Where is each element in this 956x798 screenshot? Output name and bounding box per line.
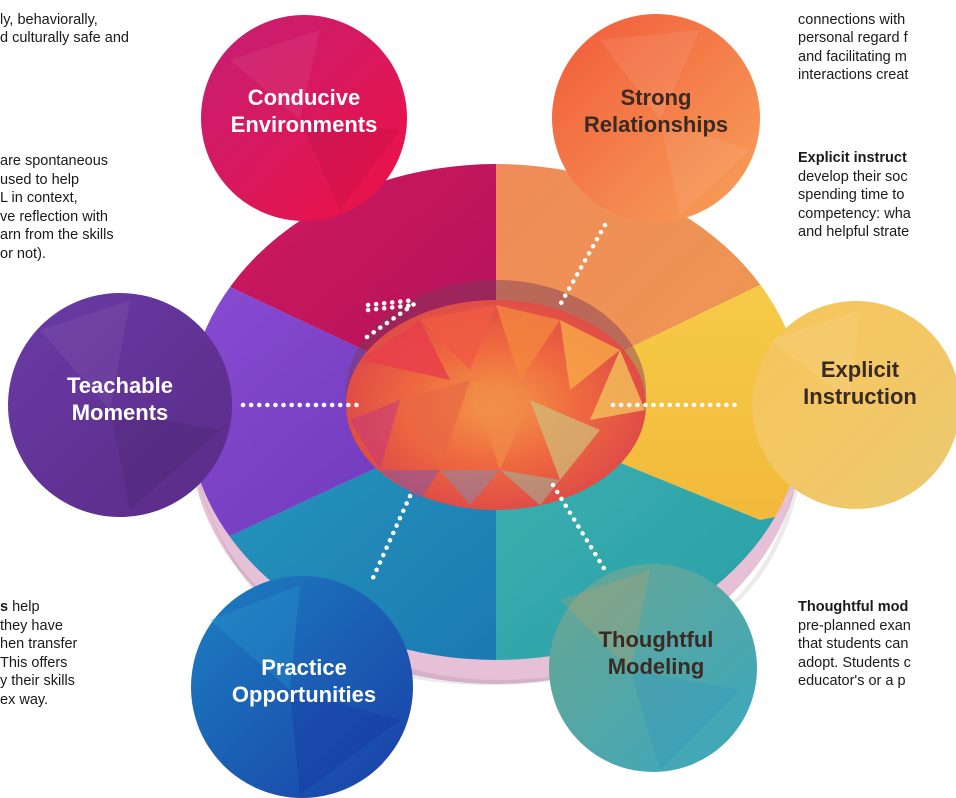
- text-line: Explicit instruct: [798, 149, 911, 168]
- text-line: y their skills: [0, 673, 75, 689]
- text-line: L in context,: [0, 190, 78, 206]
- text-line: pre-planned exan: [798, 617, 911, 634]
- text-rest: help: [8, 599, 40, 615]
- dotted-connectors: [240, 222, 745, 583]
- desc-practice-opportunities: s help they have hen transfer This offer…: [0, 598, 77, 709]
- text-line: they have: [0, 617, 63, 634]
- text-line: and facilitating m: [798, 48, 907, 65]
- label-line: Practice: [261, 655, 347, 680]
- text-line: [798, 0, 908, 11]
- circle-conducive-environments: [201, 15, 407, 221]
- text-line: personal regard f: [798, 30, 908, 46]
- text-bold: s: [0, 599, 9, 615]
- text-line: connections with: [798, 11, 906, 28]
- brain-center: [346, 300, 646, 510]
- circle-strong-relationships: [552, 14, 760, 222]
- label-line: Explicit: [820, 357, 900, 382]
- label-line: Thoughtful: [598, 627, 714, 652]
- label-strong-relationships: Strong Relationships: [556, 84, 756, 138]
- desc-conducive-environments: ly, behaviorally, d culturally safe and: [0, 0, 129, 48]
- text-line: This offers: [0, 654, 68, 671]
- text-line: [0, 0, 129, 11]
- label-line: Modeling: [607, 654, 705, 679]
- text-line: s help: [0, 598, 77, 617]
- text-line: educator's or a p: [798, 673, 906, 689]
- text-line: d culturally safe and: [0, 30, 129, 46]
- label-practice-opportunities: Practice Opportunities: [204, 654, 404, 708]
- desc-explicit-instruction: Explicit instruct develop their soc spen…: [798, 149, 911, 242]
- circle-explicit-instruction: [752, 301, 956, 509]
- label-thoughtful-modeling: Thoughtful Modeling: [556, 626, 756, 680]
- circle-teachable-moments: [8, 293, 232, 517]
- circle-thoughtful-modeling: [549, 564, 757, 772]
- text-line: interactions creat: [798, 67, 909, 83]
- label-conducive-environments: Conducive Environments: [204, 84, 404, 138]
- text-line: Thoughtful mod: [798, 598, 911, 617]
- desc-teachable-moments: are spontaneous used to help L in contex…: [0, 152, 114, 263]
- text-line: or not).: [0, 245, 46, 262]
- text-line: competency: wha: [798, 205, 911, 222]
- circle-practice-opportunities: [191, 576, 413, 798]
- label-explicit-instruction: Explicit Instruction: [760, 356, 956, 410]
- text-line: ly, behaviorally,: [0, 11, 98, 28]
- text-line: develop their soc: [798, 168, 908, 185]
- text-line: that students can: [798, 636, 909, 652]
- text-line: are spontaneous: [0, 153, 109, 169]
- text-bold: Explicit instruct: [798, 150, 907, 166]
- text-line: hen transfer: [0, 636, 78, 652]
- text-bold: Thoughtful mod: [798, 599, 909, 615]
- label-line: Instruction: [803, 384, 917, 409]
- desc-strong-relationships: connections with personal regard f and f…: [798, 0, 908, 85]
- text-line: arn from the skills: [0, 227, 114, 243]
- desc-thoughtful-modeling: Thoughtful mod pre-planned exan that stu…: [798, 598, 911, 691]
- text-line: and helpful strate: [798, 224, 910, 240]
- label-line: Environments: [230, 112, 378, 137]
- label-line: Opportunities: [231, 682, 377, 707]
- label-line: Relationships: [583, 112, 729, 137]
- label-line: Teachable: [67, 373, 173, 398]
- text-line: ve reflection with: [0, 208, 108, 225]
- text-line: adopt. Students c: [798, 654, 911, 671]
- label-line: Moments: [71, 400, 169, 425]
- label-teachable-moments: Teachable Moments: [20, 372, 220, 426]
- text-line: used to help: [0, 171, 80, 188]
- text-line: spending time to: [798, 187, 905, 203]
- label-line: Conducive: [247, 85, 361, 110]
- text-line: ex way.: [0, 691, 49, 708]
- label-line: Strong: [620, 85, 692, 110]
